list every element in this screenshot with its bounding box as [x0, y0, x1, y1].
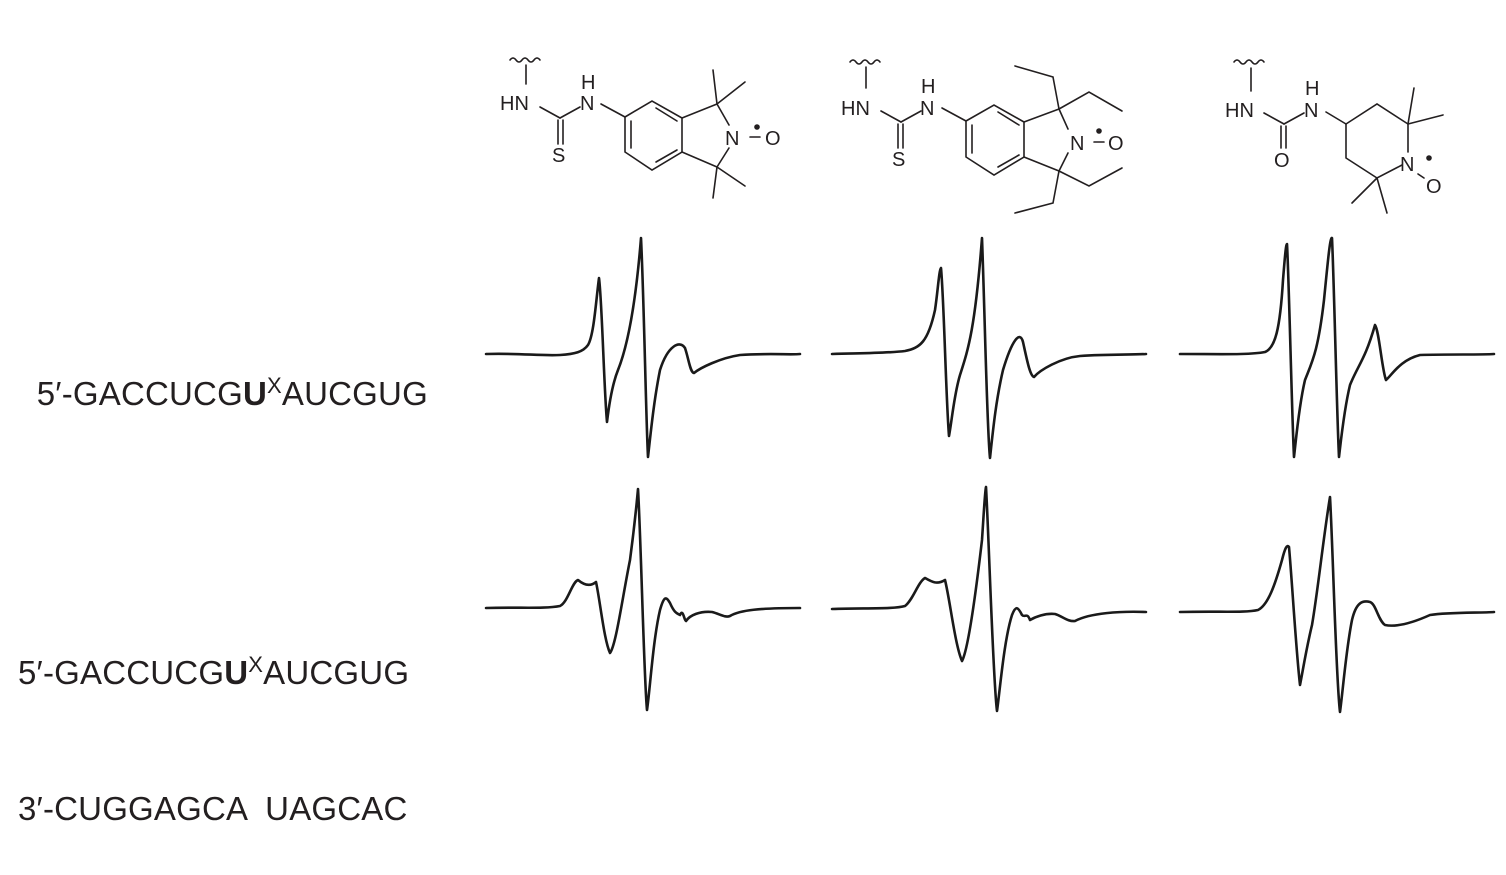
svg-text:H: H — [1305, 78, 1319, 100]
wavy-bond-icon — [509, 57, 541, 63]
wavy-bond-icon — [849, 59, 881, 65]
svg-text:O: O — [765, 128, 781, 150]
radical-dot-icon — [1096, 128, 1102, 134]
svg-text:O: O — [1274, 150, 1290, 172]
duplex-strand-bottom: 3′-CUGGAGCA UAGCAC — [18, 790, 408, 827]
svg-text:N: N — [1400, 154, 1414, 176]
svg-text:HN: HN — [500, 93, 529, 115]
modification-superscript: X — [248, 652, 264, 677]
duplex-strand-top: 5′-GACCUCGUXAUCGUG — [18, 651, 409, 699]
radical-dot-icon — [1426, 155, 1432, 161]
epr-spectrum-r2-c3 — [1178, 495, 1496, 714]
modified-uridine: U — [224, 654, 249, 691]
epr-spectrum-r2-c1 — [484, 487, 802, 712]
seq-5prime-pre: 5′-GACCUCG — [18, 654, 225, 691]
modified-uridine: U — [242, 375, 268, 412]
seq-5prime-pre: 5′-GACCUCG — [36, 375, 243, 412]
epr-spectrum-r1-c3 — [1178, 236, 1496, 459]
figure-canvas: HN S H N N O HN S H — [484, 57, 1496, 714]
epr-spectrum-r2-c2 — [830, 485, 1148, 713]
radical-dot-icon — [754, 124, 760, 130]
structure-2: HN S H N N O — [841, 59, 1124, 214]
svg-text:O: O — [1108, 133, 1124, 155]
svg-text:N: N — [1304, 100, 1318, 122]
epr-spectrum-r1-c1 — [484, 236, 802, 459]
svg-text:HN: HN — [841, 98, 870, 120]
svg-text:S: S — [892, 149, 905, 171]
svg-text:N: N — [1070, 133, 1084, 155]
modification-superscript: X — [267, 373, 282, 398]
svg-text:S: S — [552, 145, 565, 167]
sequence-single-strand: 5′-GACCUCGUXAUCGUG — [18, 328, 428, 420]
svg-text:N: N — [580, 93, 594, 115]
structure-1: HN S H N N O — [500, 57, 781, 199]
svg-text:O: O — [1426, 176, 1442, 198]
svg-text:N: N — [725, 128, 739, 150]
seq-5prime-post: AUCGUG — [281, 375, 428, 412]
svg-text:H: H — [921, 76, 935, 98]
svg-text:N: N — [920, 98, 934, 120]
svg-text:H: H — [581, 72, 595, 94]
epr-spectrum-r1-c2 — [830, 236, 1148, 460]
structure-3: HN O H N N O — [1225, 59, 1444, 214]
wavy-bond-icon — [1233, 59, 1265, 65]
svg-text:HN: HN — [1225, 100, 1254, 122]
seq-5prime-post: AUCGUG — [263, 654, 410, 691]
